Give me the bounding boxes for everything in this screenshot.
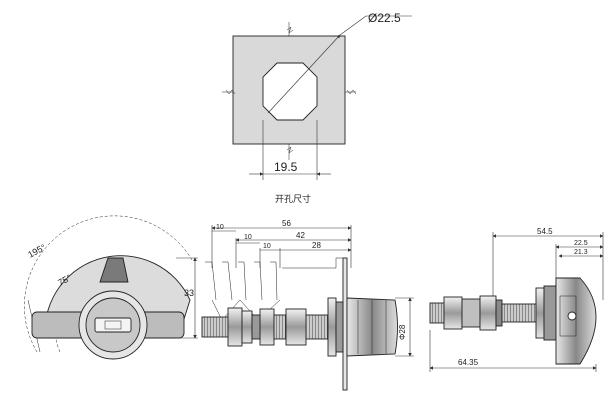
dim-42-label: 42 — [296, 231, 305, 240]
dim-64-35-label: 64.35 — [458, 358, 479, 367]
dim-10b-label: 10 — [244, 234, 252, 241]
stud-right — [429, 302, 445, 324]
dim-54-5-label: 54.5 — [537, 227, 553, 236]
dim-21-3-label: 21.3 — [574, 249, 588, 256]
threaded-stud — [201, 316, 231, 338]
cutout-view: Ø22.5 19.5 开孔尺寸 — [222, 11, 412, 204]
dim-22-5-label: 22.5 — [574, 240, 588, 247]
right-view: 54.5 22.5 21.3 64.35 — [429, 227, 604, 372]
dia-28-label: Φ28 — [398, 324, 407, 340]
nut-3 — [259, 308, 275, 346]
dim-56-label: 56 — [282, 219, 291, 228]
key-slot — [94, 317, 132, 333]
cutout-caption: 开孔尺寸 — [275, 193, 311, 204]
panel-plate-side — [342, 257, 348, 391]
angle-large-label: 195° — [26, 242, 47, 260]
cam-tab — [99, 257, 129, 283]
side-view: 56 10 42 10 10 28 — [201, 219, 414, 391]
cutout-diameter-label: Ø22.5 — [368, 11, 401, 25]
key-hole — [567, 311, 577, 321]
dim-10c-label: 10 — [263, 243, 271, 250]
nut-1 — [227, 307, 243, 347]
nut-2 — [241, 310, 253, 344]
cutout-width-label: 19.5 — [274, 160, 298, 174]
cutout-hole — [262, 62, 318, 121]
front-view: 195° 75° 33 — [24, 215, 198, 360]
dim-28-label: 28 — [312, 241, 321, 250]
height-label: 33 — [184, 288, 194, 298]
dim-10a-label: 10 — [216, 224, 224, 231]
